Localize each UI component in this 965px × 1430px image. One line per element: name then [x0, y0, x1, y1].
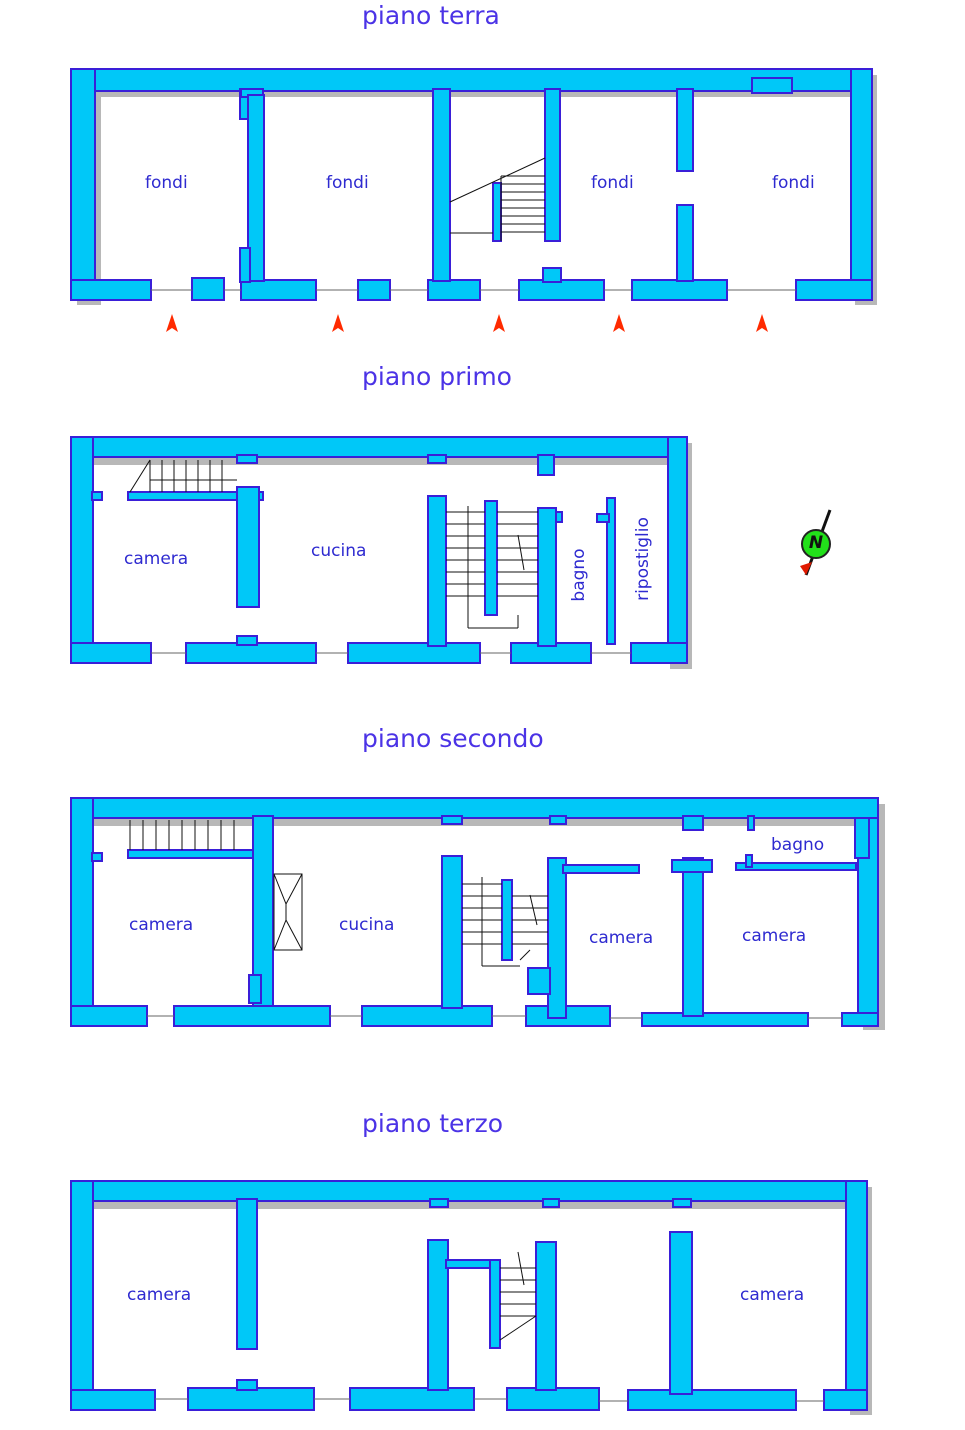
entrance-arrow-icon [493, 314, 505, 332]
second-floor-plan [70, 797, 885, 1030]
floor-title-ground: piano terra [362, 1, 500, 30]
entrance-arrows [166, 314, 768, 332]
entrance-arrow-icon [613, 314, 625, 332]
room-label: fondi [772, 173, 815, 193]
room-label: camera [129, 915, 194, 935]
compass-label: N [808, 533, 824, 553]
entrance-arrow-icon [756, 314, 768, 332]
room-label: camera [127, 1285, 192, 1305]
room-label: camera [589, 928, 654, 948]
room-label: fondi [145, 173, 188, 193]
first-floor-plan [70, 436, 692, 669]
room-label: camera [124, 549, 189, 569]
room-label: bagno [569, 548, 589, 602]
north-compass-icon [800, 509, 832, 576]
ground-floor-plan [70, 68, 877, 332]
room-label: fondi [326, 173, 369, 193]
entrance-arrow-icon [332, 314, 344, 332]
room-label: cucina [339, 915, 395, 935]
room-label: fondi [591, 173, 634, 193]
floor-title-first: piano primo [362, 362, 512, 391]
room-label: ripostiglio [633, 517, 653, 601]
room-label: camera [742, 926, 807, 946]
third-floor-plan [70, 1180, 872, 1415]
floor-title-second: piano secondo [362, 724, 544, 753]
floor-title-third: piano terzo [362, 1109, 504, 1138]
room-label: camera [740, 1285, 805, 1305]
room-label: bagno [771, 835, 825, 855]
room-label: cucina [311, 541, 367, 561]
entrance-arrow-icon [166, 314, 178, 332]
